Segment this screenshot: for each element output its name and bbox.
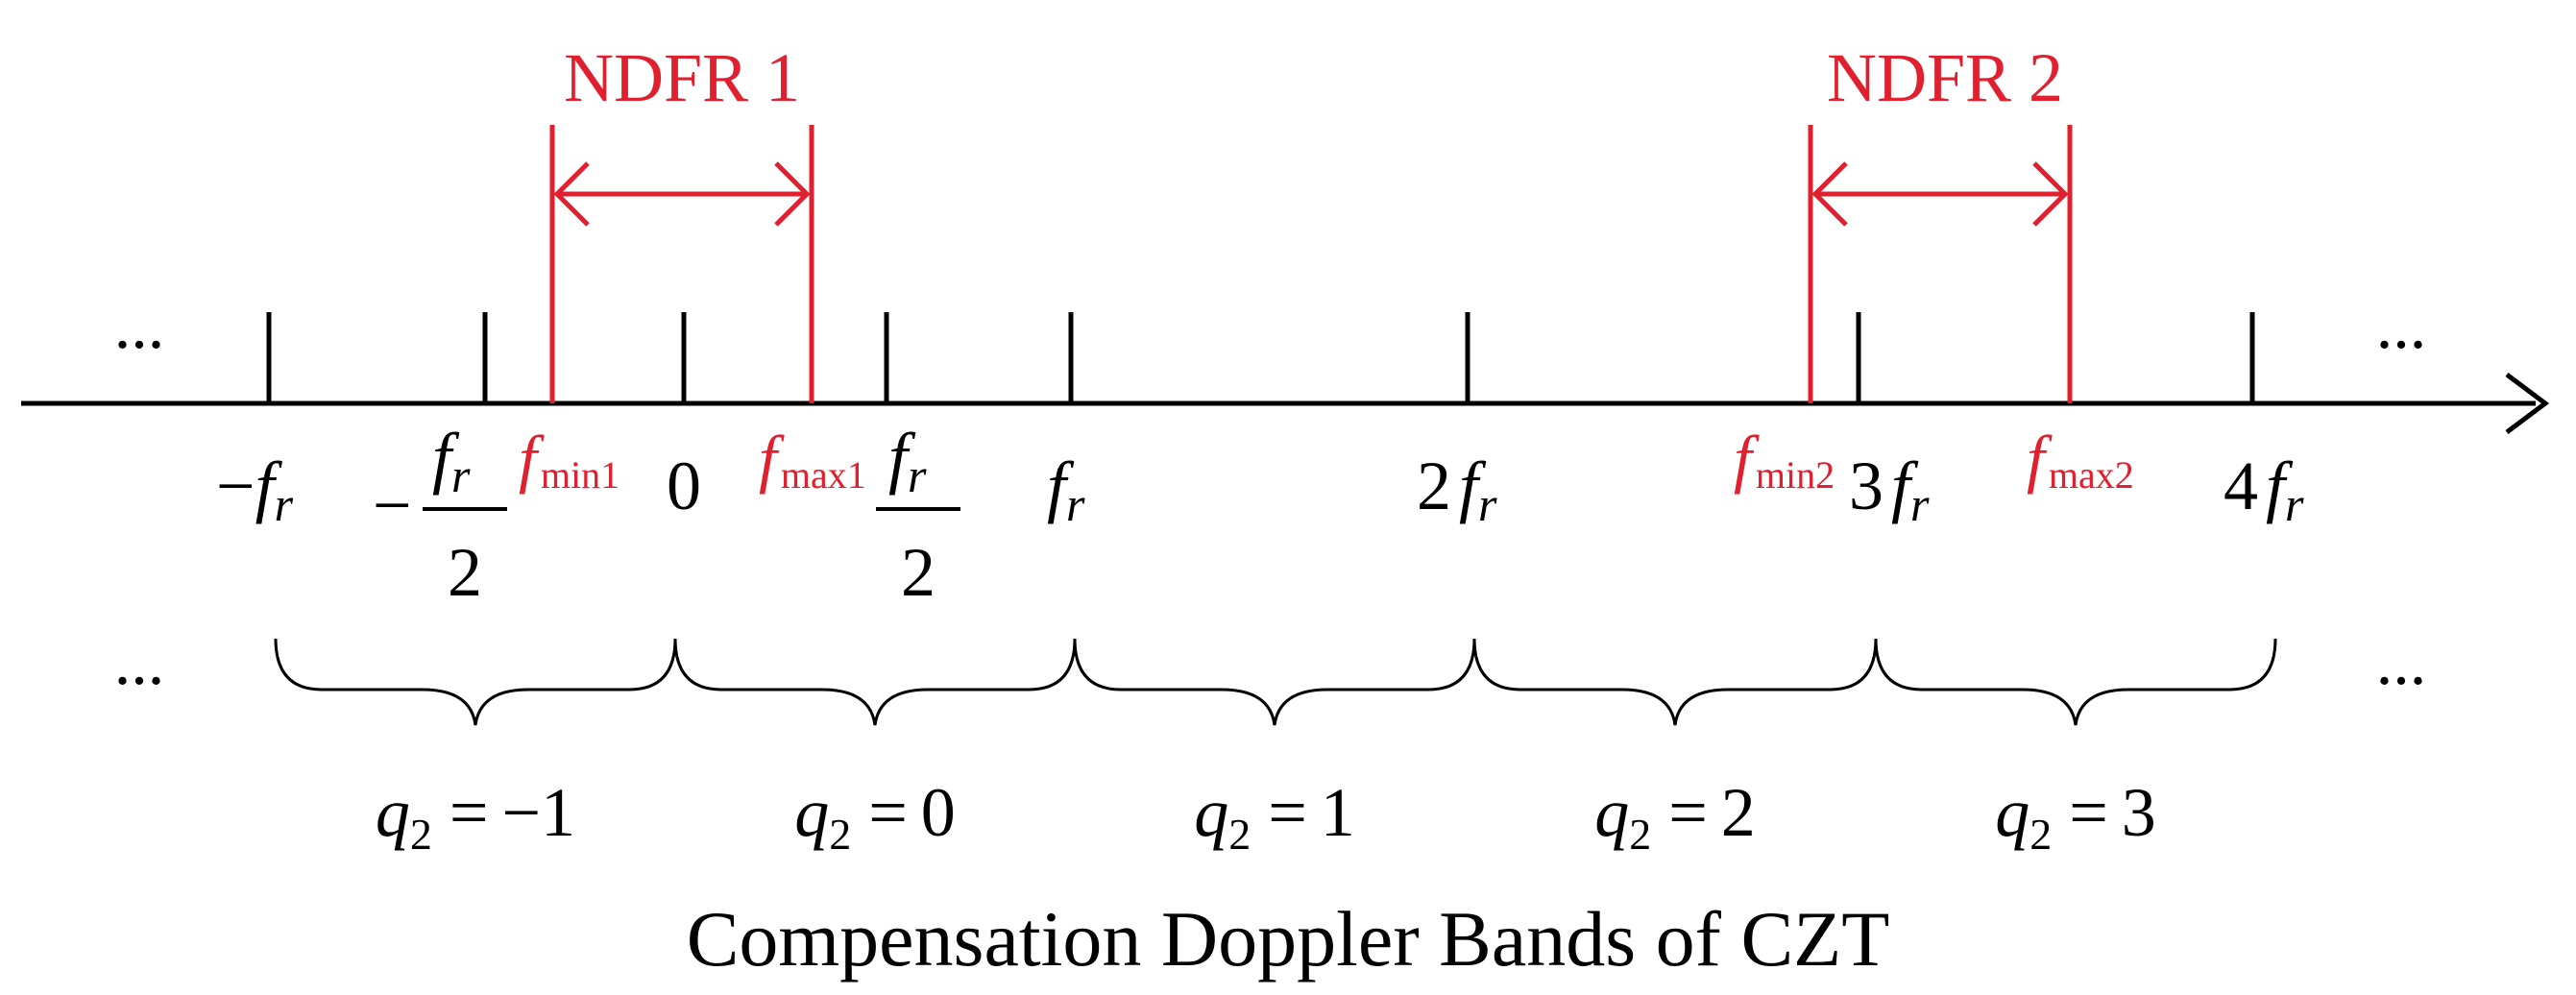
brace-band-q2-1 (1073, 638, 1476, 726)
ndfr-2-title: NDFR 2 (1827, 39, 2063, 116)
diagram-caption: Compensation Doppler Bands of CZT (687, 895, 1890, 983)
label-neg-fr: −fr (216, 448, 294, 531)
ellipsis-top-left: ... (114, 289, 165, 363)
label-fr: fr (1047, 448, 1085, 531)
brace-band-q2-minus1 (274, 638, 677, 726)
ndfr-2-arrowhead-left (1811, 161, 1848, 227)
axis-arrowhead (2505, 373, 2550, 434)
ellipsis-top-right: ... (2376, 289, 2427, 363)
svg-text:2: 2 (448, 534, 482, 611)
ellipsis-bottom-right: ... (2376, 625, 2427, 699)
band-label-q2-minus1: q2=−1 (376, 774, 575, 859)
ndfr-1-title: NDFR 1 (564, 39, 800, 116)
svg-text:fr: fr (432, 419, 471, 502)
ndfr-1-arrowhead-right (774, 161, 811, 227)
label-zero: 0 (667, 448, 701, 524)
svg-text:2: 2 (901, 534, 936, 611)
band-label-q2-3: q2=3 (1995, 774, 2156, 859)
ndfr-1-arrowhead-left (553, 161, 590, 227)
band-label-q2-2: q2=2 (1594, 774, 1756, 859)
ndfr-1-marker (549, 125, 814, 403)
label-half-fr: fr 2 (876, 419, 960, 611)
svg-text:−: − (373, 467, 412, 544)
brace-band-q2-0 (673, 638, 1077, 726)
band-label-q2-1: q2=1 (1194, 774, 1355, 859)
band-label-q2-0: q2=0 (794, 774, 956, 859)
axis-ticks (266, 312, 2255, 403)
ndfr-2-marker (1808, 125, 2073, 403)
band-braces (274, 638, 2277, 726)
svg-text:fr: fr (888, 419, 927, 502)
brace-band-q2-2 (1472, 638, 1878, 726)
ndfr-2-arrowhead-right (2032, 161, 2069, 227)
brace-band-q2-3 (1874, 638, 2277, 726)
label-neg-half-fr: − fr 2 (373, 419, 507, 611)
band-labels: q2=−1 q2=0 q2=1 q2=2 q2=3 (376, 774, 2156, 859)
ellipsis-bottom-left: ... (114, 625, 165, 699)
